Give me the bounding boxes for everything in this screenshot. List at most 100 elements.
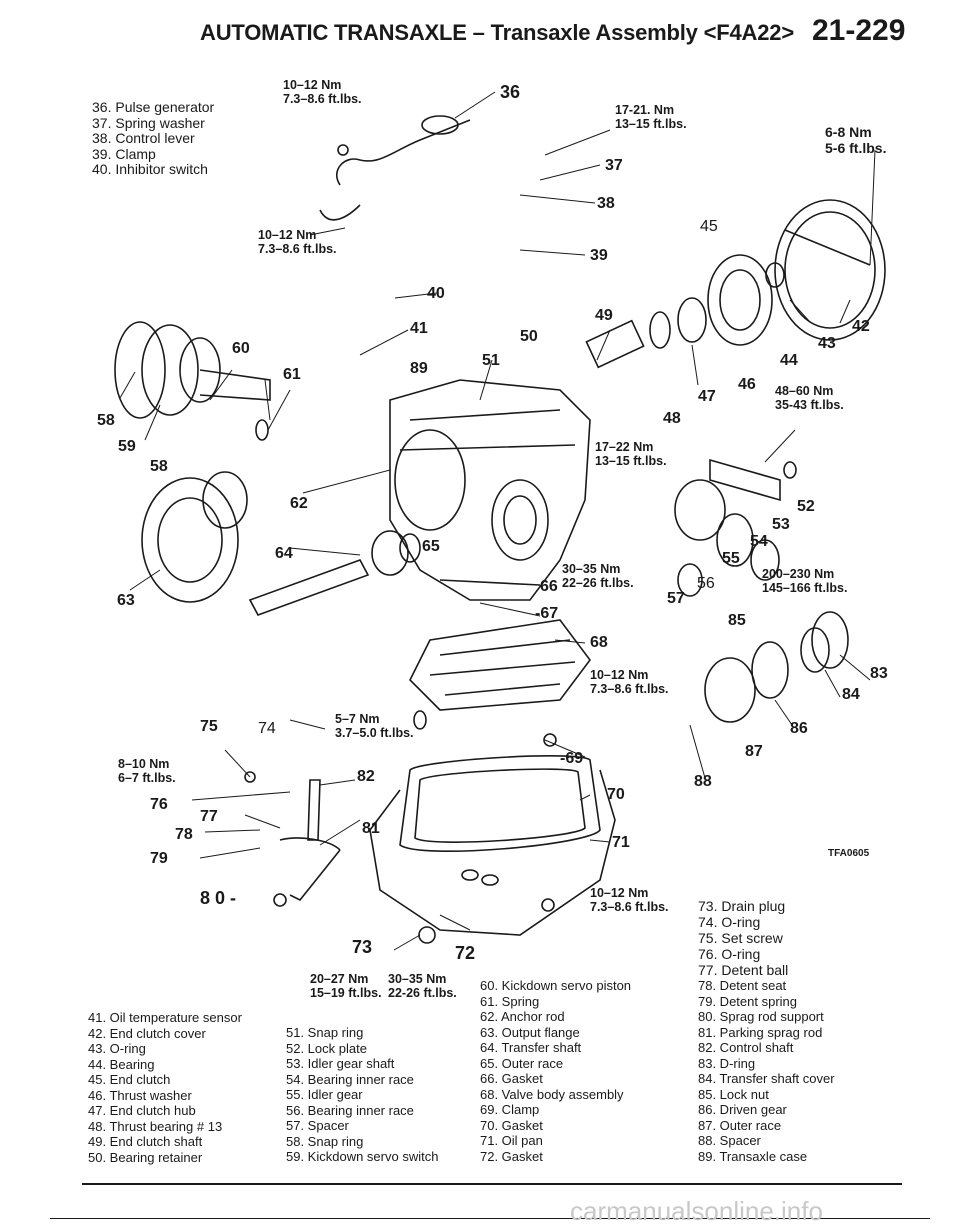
callout-37: 37 <box>605 157 623 174</box>
legend-item: 74. O-ring <box>698 914 761 930</box>
callout-40: 40 <box>427 285 445 302</box>
legend-item: 70. Gasket <box>480 1117 543 1133</box>
legend-item: 59. Kickdown servo switch <box>286 1149 439 1164</box>
callout-82: 82 <box>357 768 375 785</box>
callout-89: 89 <box>410 360 428 377</box>
legend-item: 82. Control shaft <box>698 1040 794 1055</box>
output-flange-drawing <box>674 458 781 597</box>
callout-70: 70 <box>607 786 625 803</box>
callout-49: 49 <box>595 307 613 324</box>
callout-42: 42 <box>852 318 870 335</box>
callout-39: 39 <box>590 247 608 264</box>
transaxle-case-drawing <box>389 379 591 601</box>
callout-66: 66 <box>540 578 558 595</box>
legend-item: 40. Inhibitor switch <box>92 161 208 177</box>
page-title: AUTOMATIC TRANSAXLE – Transaxle Assembly… <box>200 20 794 45</box>
callout-60: 60 <box>232 340 250 357</box>
legend-item: 46. Thrust washer <box>88 1087 192 1103</box>
valve-body-drawing <box>409 619 591 711</box>
callout-75: 75 <box>200 718 218 735</box>
callout-45: 45 <box>700 218 718 235</box>
legend-item: 78. Detent seat <box>698 978 787 993</box>
legend-item: 62. Anchor rod <box>480 1009 565 1024</box>
callout-56: 56 <box>697 575 715 592</box>
legend-item: 44. Bearing <box>88 1056 155 1072</box>
callout-78: 78 <box>175 826 193 843</box>
end-clutch-drawing <box>707 254 785 346</box>
legend-item: 63. Output flange <box>480 1024 580 1040</box>
legend-item: 41. Oil temperature sensor <box>88 1010 242 1025</box>
callout-64: 64 <box>275 545 293 562</box>
legend-item: 53. Idler gear shaft <box>286 1056 395 1071</box>
legend-col-3: 60. Kickdown servo piston 61. Spring 62.… <box>480 978 631 1164</box>
legend-item: 66. Gasket <box>480 1071 543 1086</box>
legend-item: 81. Parking sprag rod <box>698 1024 823 1040</box>
callout-61: 61 <box>283 366 301 383</box>
legend-col-4: 78. Detent seat 79. Detent spring 80. Sp… <box>698 978 835 1164</box>
callout-54: 54 <box>750 533 768 550</box>
figure-code: TFA0605 <box>828 848 870 859</box>
callout-36: 36 <box>500 82 521 102</box>
callout-62: 62 <box>290 495 308 512</box>
callout-48: 48 <box>663 410 681 427</box>
callout-47: 47 <box>698 388 716 405</box>
legend-col-2: 51. Snap ring 52. Lock plate 53. Idler g… <box>286 1025 438 1165</box>
callout-59: 59 <box>118 438 136 455</box>
divider <box>50 1218 930 1219</box>
legend-top: 36. Pulse generator 37. Spring washer 38… <box>92 99 214 178</box>
callout-63: 63 <box>117 592 135 609</box>
legend-item: 72. Gasket <box>480 1148 543 1164</box>
legend-item: 47. End clutch hub <box>88 1103 196 1118</box>
legend-item: 58. Snap ring <box>286 1133 364 1149</box>
callout-55: 55 <box>722 550 740 567</box>
legend-item: 88. Spacer <box>698 1133 761 1148</box>
legend-right-top: 73. Drain plug 74. O-ring 75. Set screw … <box>698 898 788 978</box>
left-gear-set-drawing <box>114 321 271 441</box>
callout-65: 65 <box>422 538 440 555</box>
legend-item: 39. Clamp <box>92 145 156 162</box>
callout-77: 77 <box>200 808 218 825</box>
legend-item: 68. Valve body assembly <box>480 1086 624 1102</box>
callout-38: 38 <box>597 195 615 212</box>
legend-item: 45. End clutch <box>88 1072 171 1087</box>
pulse-generator-drawing <box>319 115 471 221</box>
legend-item: 52. Lock plate <box>286 1040 367 1056</box>
legend-item: 61. Spring <box>480 993 540 1009</box>
driven-gear-drawing <box>704 611 849 723</box>
callout-72: 72 <box>455 943 476 963</box>
legend-item: 56. Bearing inner race <box>286 1102 414 1118</box>
legend-item: 50. Bearing retainer <box>88 1149 203 1165</box>
callout-46: 46 <box>738 376 756 393</box>
callout-51: 51 <box>482 352 500 369</box>
callout-43: 43 <box>818 335 836 352</box>
legend-item: 64. Transfer shaft <box>480 1040 582 1055</box>
legend-item: 38. Control lever <box>92 130 195 146</box>
callout-58: 58 <box>150 458 168 475</box>
callout-41: 41 <box>410 320 428 337</box>
callout-87: 87 <box>745 743 763 760</box>
legend-item: 77. Detent ball <box>698 962 789 978</box>
differential-gear-drawing <box>141 471 248 603</box>
legend-item: 42. End clutch cover <box>88 1025 206 1041</box>
legend-item: 76. O-ring <box>698 946 761 962</box>
legend-item: 51. Snap ring <box>286 1025 364 1040</box>
callout-53: 53 <box>772 516 790 533</box>
legend-item: 83. D-ring <box>698 1055 756 1071</box>
legend-col-1: 41. Oil temperature sensor 42. End clutc… <box>88 1010 242 1165</box>
callout-74: 74 <box>258 720 276 737</box>
callout-73: 73 <box>352 937 373 957</box>
callout-80: 8 0 - <box>200 888 237 908</box>
legend-item: 86. Driven gear <box>698 1102 787 1117</box>
legend-item: 87. Outer race <box>698 1117 782 1133</box>
callout-50: 50 <box>520 328 538 345</box>
callout-67: -67 <box>535 605 559 622</box>
